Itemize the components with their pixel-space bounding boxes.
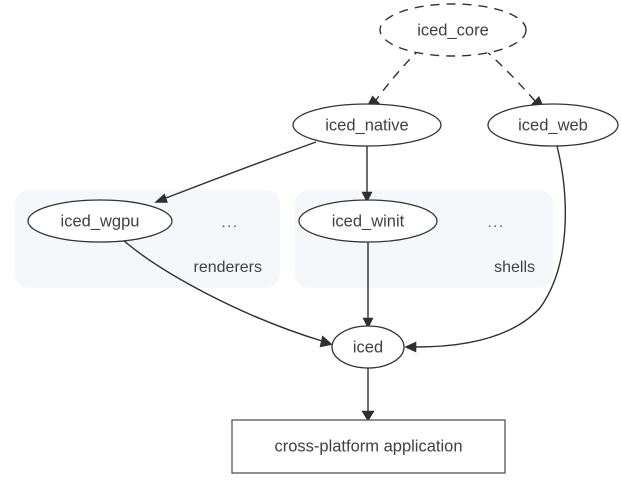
cluster-shells-ellipsis: ... xyxy=(487,214,504,231)
node-iced-core-shape[interactable] xyxy=(379,3,527,57)
edge-iced-native-to-iced-wgpu xyxy=(154,141,317,203)
arrow-head xyxy=(361,410,375,422)
node-iced-wgpu-shape[interactable] xyxy=(27,199,173,243)
arrow-head xyxy=(404,341,417,353)
node-iced-wgpu[interactable]: iced_wgpu xyxy=(27,199,173,243)
arrow-head xyxy=(361,191,373,203)
node-application-shape[interactable] xyxy=(231,419,506,474)
cluster-renderers-ellipsis: ... xyxy=(221,214,238,231)
node-iced-winit[interactable]: iced_winit xyxy=(298,199,438,243)
edge-iced-wgpu-to-iced xyxy=(122,239,333,348)
cluster-shells-label: shells xyxy=(494,259,535,276)
arrow-head xyxy=(362,317,374,329)
node-application[interactable]: cross-platform application xyxy=(231,419,506,474)
edge-iced-winit-to-iced xyxy=(362,242,374,329)
edge-iced-web-to-iced xyxy=(404,145,567,353)
node-iced-web-label: iced_web xyxy=(518,116,588,134)
node-iced-winit-shape[interactable] xyxy=(298,199,438,243)
node-iced-core[interactable]: iced_core xyxy=(379,3,527,57)
edge-iced-core-to-iced-web xyxy=(483,48,545,109)
arrow-head xyxy=(319,335,333,348)
edge-iced-native-to-iced-winit xyxy=(361,146,373,203)
arrow-head xyxy=(154,193,168,203)
edge-path xyxy=(483,48,536,102)
node-iced-native-shape[interactable] xyxy=(292,103,442,147)
node-iced-winit-label: iced_winit xyxy=(332,212,405,230)
edge-path xyxy=(415,145,567,348)
edge-iced-core-to-iced-native xyxy=(365,47,422,108)
cluster-renderers-label: renderers xyxy=(194,259,262,276)
edge-path xyxy=(375,47,422,101)
edge-path xyxy=(165,141,317,199)
node-iced-native-label: iced_native xyxy=(325,116,408,134)
node-iced-native[interactable]: iced_native xyxy=(292,103,442,147)
node-iced-label: iced xyxy=(353,338,383,356)
node-iced-web[interactable]: iced_web xyxy=(487,103,619,147)
node-application-label: cross-platform application xyxy=(275,437,463,455)
node-iced[interactable]: iced xyxy=(331,325,405,369)
edge-path xyxy=(122,239,323,342)
edge-iced-to-application xyxy=(361,368,375,422)
node-iced-shape[interactable] xyxy=(331,325,405,369)
node-iced-web-shape[interactable] xyxy=(487,103,619,147)
node-iced-wgpu-label: iced_wgpu xyxy=(61,212,140,230)
node-iced-core-label: iced_core xyxy=(417,21,489,39)
